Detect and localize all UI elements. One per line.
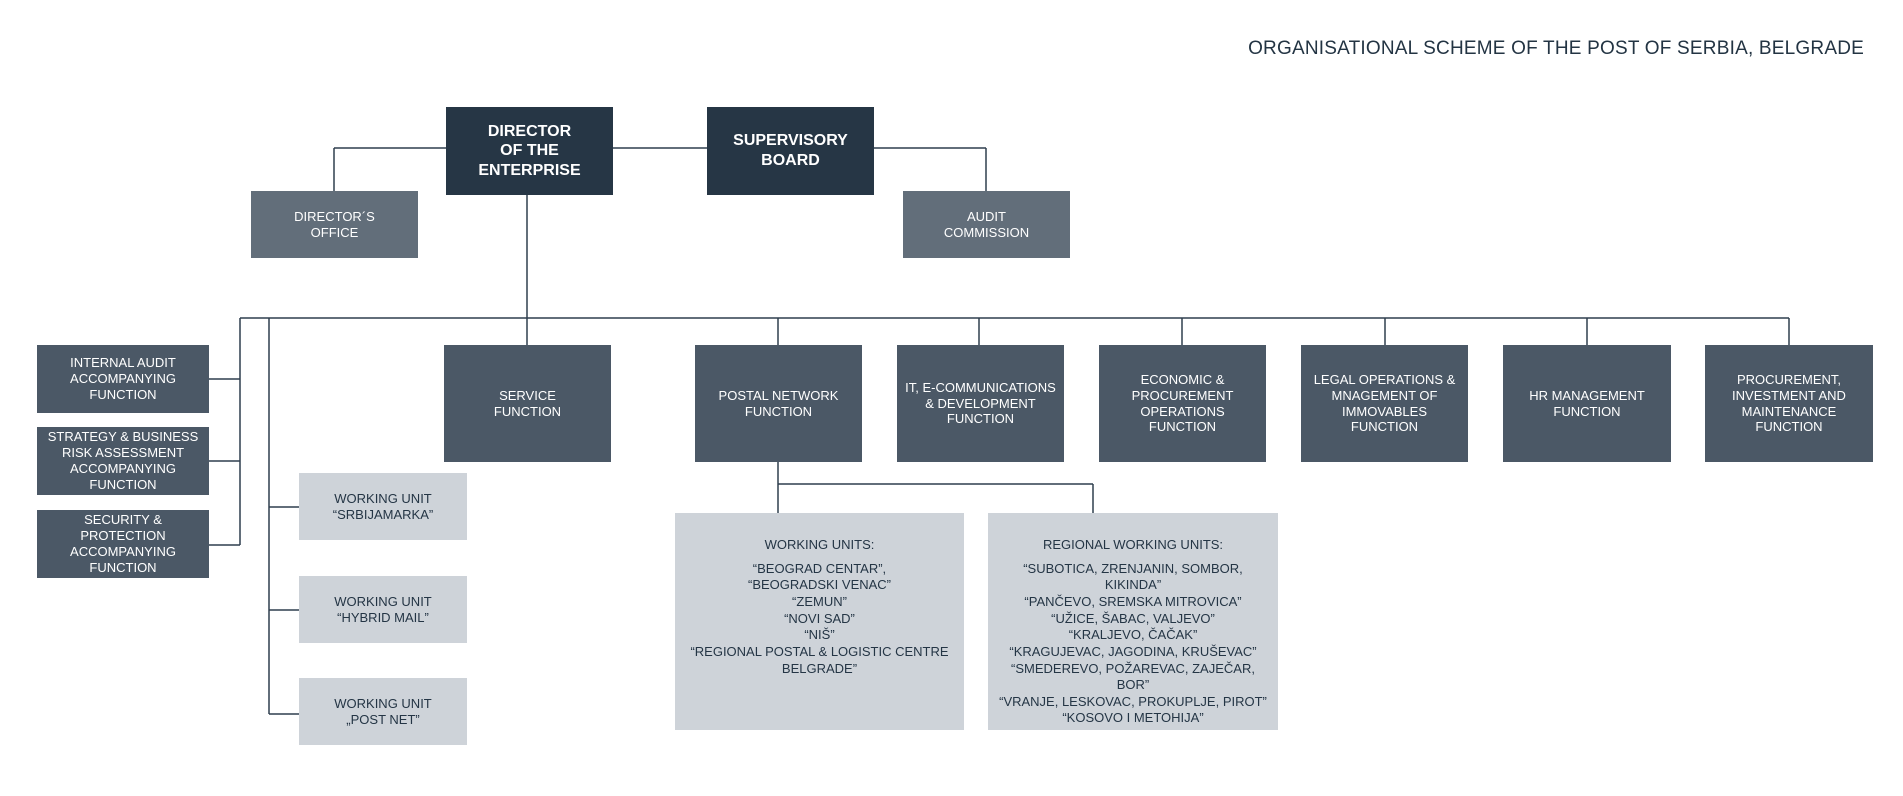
- director-box: DIRECTOR OF THE ENTERPRISE: [446, 107, 613, 195]
- working-unit-item: “ZEMUN”: [792, 594, 847, 610]
- postal-network-function-box: POSTAL NETWORK FUNCTION: [695, 345, 862, 462]
- regional-working-units-title: REGIONAL WORKING UNITS:: [1042, 537, 1224, 552]
- working-unit-item: “BEOGRADSKI VENAC”: [747, 577, 892, 593]
- directors-office-box: DIRECTOR´S OFFICE: [251, 191, 418, 258]
- supervisory-board-box: SUPERVISORY BOARD: [707, 107, 874, 195]
- legal-operations-function-box: LEGAL OPERATIONS & MNAGEMENT OF IMMOVABL…: [1301, 345, 1468, 462]
- regional-unit-item: “UŽICE, ŠABAC, VALJEVO”: [1051, 610, 1215, 626]
- working-unit-item: “REGIONAL POSTAL & LOGISTIC CENTRE BELGR…: [690, 643, 949, 676]
- working-unit-item: “BEOGRAD CENTAR”,: [752, 560, 887, 576]
- working-unit-item: “NOVI SAD”: [784, 610, 855, 626]
- economic-procurement-function-box: ECONOMIC & PROCUREMENT OPERATIONS FUNCTI…: [1099, 345, 1266, 462]
- audit-commission-box: AUDIT COMMISSION: [903, 191, 1070, 258]
- regional-unit-item: “KRAGUJEVAC, JAGODINA, KRUŠEVAC”: [1009, 643, 1257, 659]
- working-unit-hybrid-mail: WORKING UNIT “HYBRID MAIL”: [299, 576, 467, 643]
- security-protection-box: SECURITY & PROTECTION ACCOMPANYING FUNCT…: [37, 510, 209, 578]
- regional-unit-item: “SUBOTICA, ZRENJANIN, SOMBOR, KIKINDA”: [1023, 560, 1243, 593]
- chart-title: ORGANISATIONAL SCHEME OF THE POST OF SER…: [1248, 38, 1864, 59]
- hr-management-function-box: HR MANAGEMENT FUNCTION: [1503, 345, 1671, 462]
- regional-unit-item: “SMEDEREVO, POŽAREVAC, ZAJEČAR, BOR”: [1011, 660, 1255, 693]
- service-function-box: SERVICE FUNCTION: [444, 345, 611, 462]
- regional-unit-item: “VRANJE, LESKOVAC, PROKUPLJE, PIROT”: [999, 693, 1267, 709]
- working-units-title: WORKING UNITS:: [764, 537, 875, 552]
- regional-unit-item: “KOSOVO I METOHIJA”: [1062, 710, 1204, 726]
- regional-unit-item: “PANČEVO, SREMSKA MITROVICA”: [1024, 594, 1242, 610]
- it-ecommunications-function-box: IT, E-COMMUNICATIONS & DEVELOPMENT FUNCT…: [897, 345, 1064, 462]
- procurement-investment-function-box: PROCUREMENT, INVESTMENT AND MAINTENANCE …: [1705, 345, 1873, 462]
- regional-working-units-box: REGIONAL WORKING UNITS: “SUBOTICA, ZRENJ…: [988, 513, 1278, 730]
- working-units-box: WORKING UNITS: “BEOGRAD CENTAR”, “BEOGRA…: [675, 513, 964, 730]
- working-unit-srbijamarka: WORKING UNIT “SRBIJAMARKA”: [299, 473, 467, 540]
- regional-unit-item: “KRALJEVO, ČAČAK”: [1068, 627, 1198, 643]
- internal-audit-box: INTERNAL AUDIT ACCOMPANYING FUNCTION: [37, 345, 209, 413]
- working-unit-item: “NIŠ”: [804, 627, 835, 643]
- strategy-risk-box: STRATEGY & BUSINESS RISK ASSESSMENT ACCO…: [37, 427, 209, 495]
- working-unit-post-net: WORKING UNIT „POST NET”: [299, 678, 467, 745]
